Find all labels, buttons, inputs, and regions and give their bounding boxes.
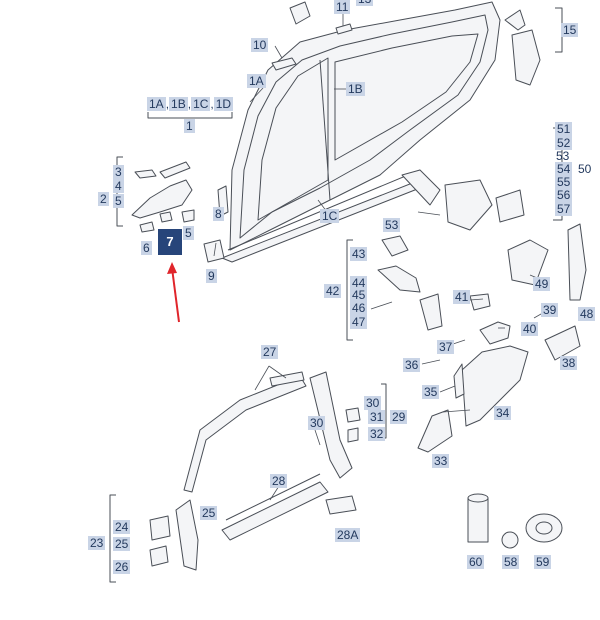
callout-42[interactable]: 42 xyxy=(324,284,342,298)
callout-5a[interactable]: 5 xyxy=(113,194,124,208)
callout-35[interactable]: 35 xyxy=(422,385,440,399)
callout-55[interactable]: 55 xyxy=(555,175,573,189)
callout-52[interactable]: 52 xyxy=(555,136,573,150)
callout-30b[interactable]: 30 xyxy=(308,416,326,430)
callout-49[interactable]: 49 xyxy=(533,277,551,291)
callout-30a[interactable]: 30 xyxy=(364,396,382,410)
inner-panels-right xyxy=(377,169,587,549)
callout-7-highlighted[interactable]: 7 xyxy=(158,229,182,255)
rear-bracket-15 xyxy=(504,9,541,86)
callout-27[interactable]: 27 xyxy=(261,345,279,359)
callout-58[interactable]: 58 xyxy=(502,555,520,569)
callout-25a[interactable]: 25 xyxy=(200,506,218,520)
group-1D: 1D xyxy=(213,97,234,111)
callout-5b[interactable]: 5 xyxy=(183,226,194,240)
callout-33[interactable]: 33 xyxy=(432,454,450,468)
front-parts-2-7 xyxy=(131,161,229,263)
callout-32[interactable]: 32 xyxy=(368,427,386,441)
callout-60[interactable]: 60 xyxy=(467,555,485,569)
callout-1B[interactable]: 1B xyxy=(346,82,365,96)
callout-53[interactable]: 53 xyxy=(383,218,401,232)
callout-10[interactable]: 10 xyxy=(251,38,269,52)
callout-24[interactable]: 24 xyxy=(113,520,131,534)
highlight-arrow xyxy=(167,262,180,323)
callout-36[interactable]: 36 xyxy=(403,358,421,372)
callout-59[interactable]: 59 xyxy=(534,555,552,569)
roof-clips xyxy=(271,1,353,71)
callout-45[interactable]: 45 xyxy=(350,288,368,302)
callout-38[interactable]: 38 xyxy=(560,356,578,370)
callout-57[interactable]: 57 xyxy=(555,202,573,216)
callout-1[interactable]: 1 xyxy=(184,119,195,133)
callout-15[interactable]: 15 xyxy=(561,23,579,37)
callout-25b[interactable]: 25 xyxy=(113,537,131,551)
callout-1C[interactable]: 1C xyxy=(320,209,340,223)
callout-28[interactable]: 28 xyxy=(270,474,288,488)
callout-56[interactable]: 56 xyxy=(555,188,573,202)
callout-3[interactable]: 3 xyxy=(113,165,124,179)
callout-39[interactable]: 39 xyxy=(541,303,559,317)
callout-9[interactable]: 9 xyxy=(206,269,217,283)
callout-1A-group: 1A,1B,1C,1D xyxy=(147,97,234,111)
callout-8[interactable]: 8 xyxy=(213,207,224,221)
callout-53-top: 53 xyxy=(556,149,570,163)
callout-34[interactable]: 34 xyxy=(494,406,512,420)
callout-13[interactable]: 13 xyxy=(356,0,374,6)
group-1C: 1C xyxy=(191,97,211,111)
callout-37[interactable]: 37 xyxy=(437,340,455,354)
callout-48[interactable]: 48 xyxy=(578,307,596,321)
callout-29[interactable]: 29 xyxy=(390,410,408,424)
callout-23[interactable]: 23 xyxy=(88,536,106,550)
callout-26[interactable]: 26 xyxy=(113,560,131,574)
callout-50: 50 xyxy=(578,162,592,176)
callout-41[interactable]: 41 xyxy=(453,290,471,304)
callout-44[interactable]: 44 xyxy=(350,276,368,290)
callout-54[interactable]: 54 xyxy=(555,162,573,176)
callout-40[interactable]: 40 xyxy=(521,322,539,336)
callout-11[interactable]: 11 xyxy=(334,0,351,14)
callout-6[interactable]: 6 xyxy=(141,241,152,255)
callout-51[interactable]: 51 xyxy=(555,122,573,136)
callout-46[interactable]: 46 xyxy=(350,301,368,315)
callout-2[interactable]: 2 xyxy=(98,192,109,206)
callout-28A[interactable]: 28A xyxy=(335,528,361,542)
group-1A: 1A xyxy=(147,97,166,111)
callout-31[interactable]: 31 xyxy=(368,410,386,424)
callout-47[interactable]: 47 xyxy=(350,315,368,329)
lower-body-parts xyxy=(149,371,361,571)
callout-1A[interactable]: 1A xyxy=(247,74,266,88)
callout-4[interactable]: 4 xyxy=(113,179,124,193)
group-1B: 1B xyxy=(169,97,188,111)
callout-43[interactable]: 43 xyxy=(350,247,368,261)
